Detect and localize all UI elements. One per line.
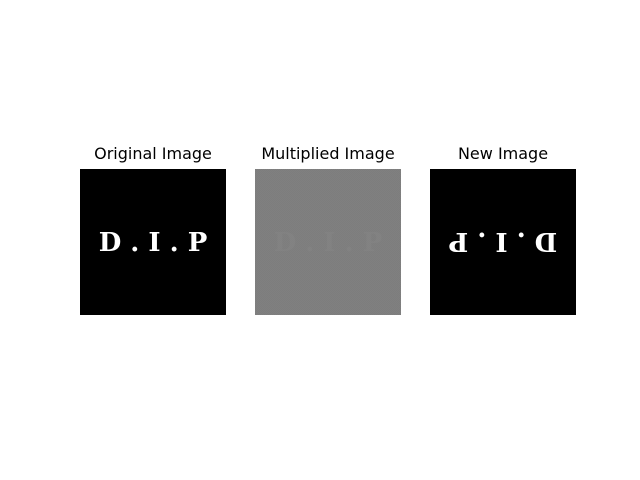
new-image-text: D . I . P	[449, 226, 558, 256]
multiplied-image-background	[255, 169, 401, 315]
original-image-background	[80, 169, 226, 315]
new-image-canvas: D . I . P	[430, 169, 576, 315]
original-image-text: D . I . P	[99, 228, 208, 258]
original-image-canvas: D . I . P	[80, 169, 226, 315]
original-image: D . I . P	[80, 169, 226, 315]
panel-title-original: Original Image	[94, 144, 212, 163]
panel-title-multiplied: Multiplied Image	[261, 144, 395, 163]
panel-title-new: New Image	[457, 144, 549, 163]
multiplied-image-canvas: D . I . P	[255, 169, 401, 315]
new-image-background	[430, 169, 576, 315]
new-image: D . I . P	[430, 169, 576, 315]
panel-new-image: New Image D . I . P	[430, 143, 576, 315]
multiplied-image-text: D . I . P	[274, 228, 383, 258]
panel-original-image: Original Image D . I . P	[80, 143, 226, 315]
panel-multiplied-image: Multiplied Image D . I . P	[255, 143, 401, 315]
multiplied-image: D . I . P	[255, 169, 401, 315]
